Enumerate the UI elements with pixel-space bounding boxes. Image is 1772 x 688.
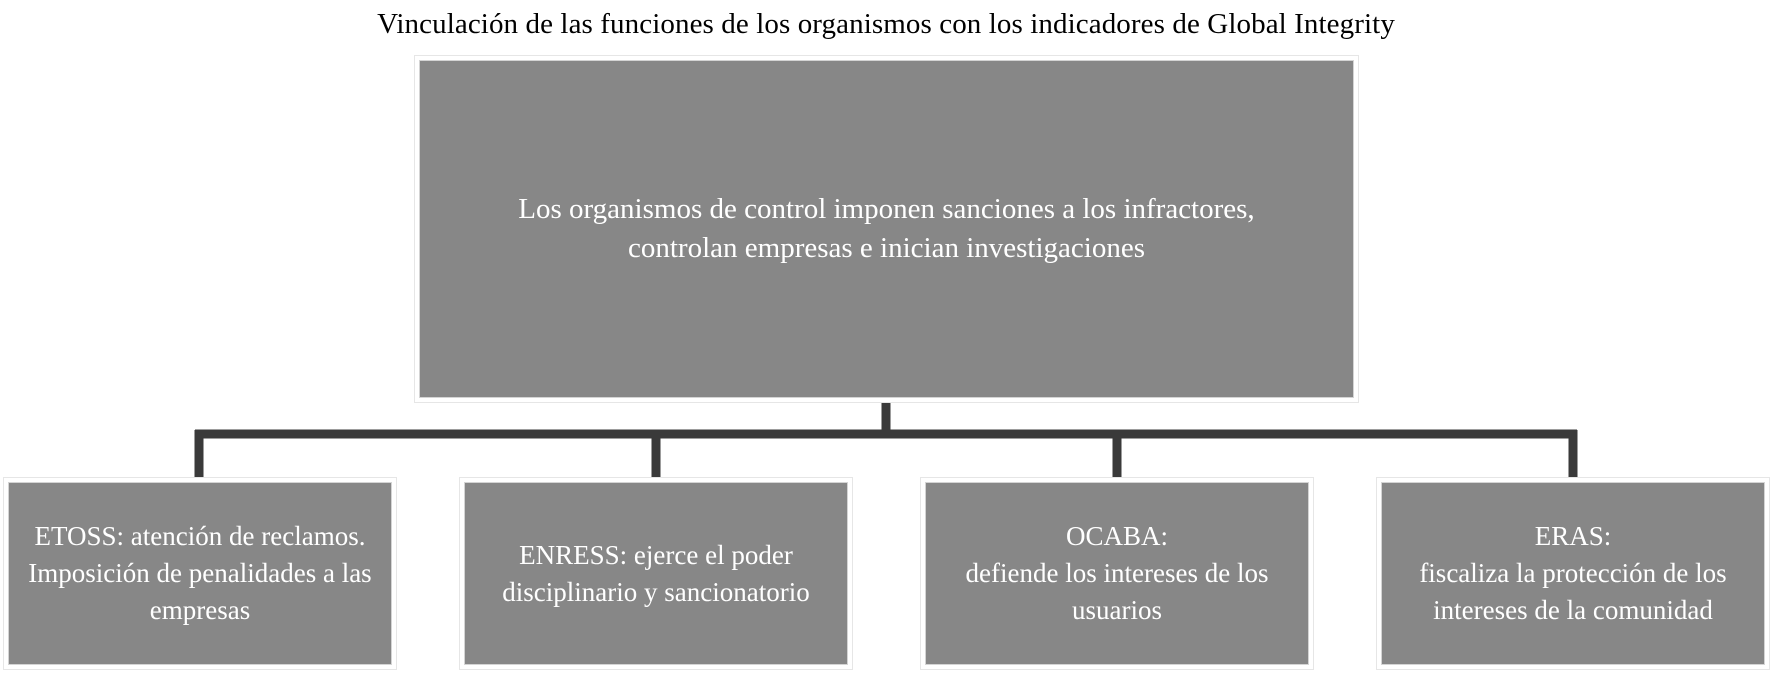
node-child-eras-label: ERAS: fiscaliza la protección de los int… [1419, 521, 1727, 625]
node-child-ocaba[interactable]: OCABA: defiende los intereses de los usu… [921, 478, 1313, 669]
node-root-label: Los organismos de control imponen sancio… [518, 193, 1255, 264]
node-root[interactable]: Los organismos de control imponen sancio… [415, 56, 1358, 402]
node-child-etoss-label: ETOSS: atención de reclamos. Imposición … [28, 521, 372, 625]
node-child-etoss[interactable]: ETOSS: atención de reclamos. Imposición … [4, 478, 396, 669]
node-child-enress[interactable]: ENRESS: ejerce el poder disciplinario y … [460, 478, 852, 669]
page-title: Vinculación de las funciones de los orga… [377, 8, 1395, 40]
node-child-enress-label: ENRESS: ejerce el poder disciplinario y … [502, 539, 810, 607]
node-child-ocaba-label: OCABA: defiende los intereses de los usu… [965, 521, 1269, 625]
node-child-eras[interactable]: ERAS: fiscaliza la protección de los int… [1377, 478, 1769, 669]
